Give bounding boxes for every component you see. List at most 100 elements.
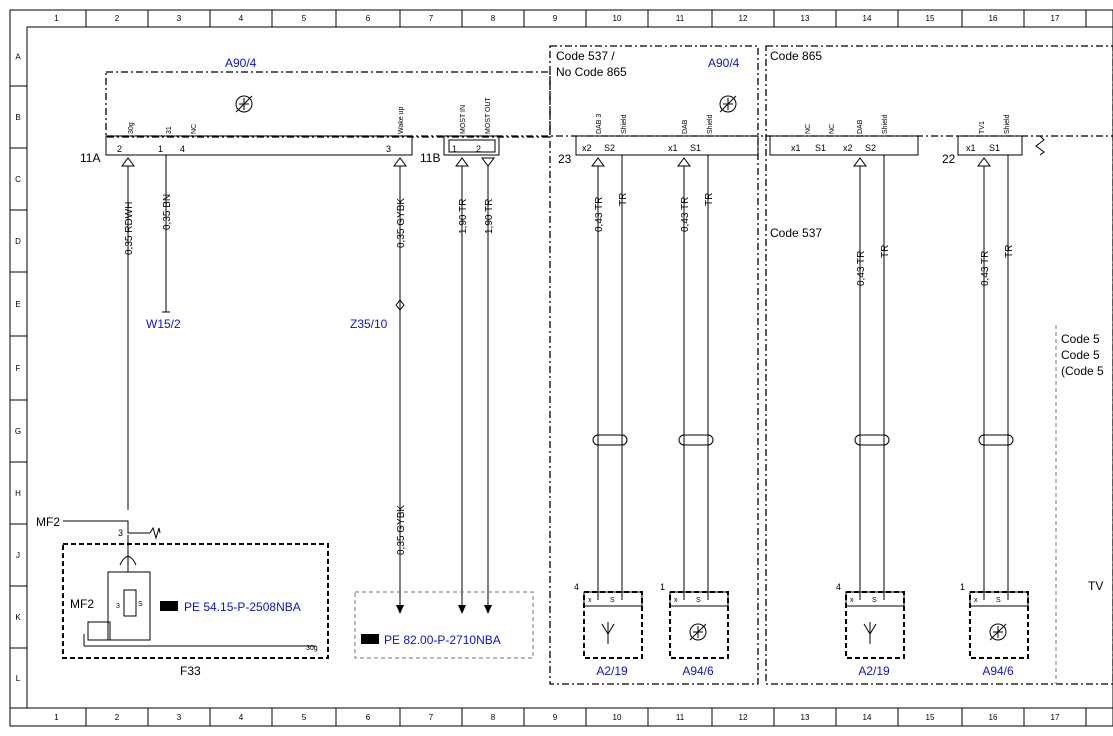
grid-col-bottom: 13: [801, 713, 810, 722]
ref-box-8200: [354, 591, 534, 659]
grid-row-label: G: [15, 427, 21, 436]
pin-30g: 30g: [128, 122, 135, 134]
svg-text:0,43 TR: 0,43 TR: [680, 197, 691, 232]
grid-col-top: 12: [739, 14, 748, 23]
component-label: A94/6: [982, 664, 1014, 678]
svg-text:1: 1: [660, 582, 665, 592]
svg-text:0,43 TR: 0,43 TR: [594, 197, 605, 232]
wire-most-out: 1,90 TR: [481, 157, 495, 614]
grid-col-bottom: 15: [926, 713, 935, 722]
connector-x2-strip: [769, 135, 919, 156]
svg-text:x1: x1: [668, 143, 678, 153]
code537-block: [549, 45, 759, 685]
svg-text:1: 1: [960, 582, 965, 592]
grid-col-bottom: 1: [54, 713, 59, 722]
component-label: A94/6: [682, 664, 714, 678]
svg-text:NC: NC: [805, 124, 812, 134]
svg-text:0,35 GYBK: 0,35 GYBK: [396, 198, 407, 248]
grid-col-bottom: 12: [739, 713, 748, 722]
a90-left-block: [105, 71, 551, 138]
pin-num-1: 1: [158, 144, 163, 154]
wire-bn: 0,35 BN: [162, 155, 173, 313]
grid-col-bottom: 4: [239, 713, 244, 722]
grid-row-label: E: [15, 300, 20, 309]
pin-most-in: MOST IN: [460, 105, 467, 134]
grid-col-top: 5: [302, 14, 307, 23]
svg-text:0,43 TR: 0,43 TR: [856, 251, 867, 286]
grid-row-label: A: [15, 53, 21, 62]
wire-most-in: 1,90 TR: [455, 157, 469, 614]
grid-col-bottom: 16: [989, 713, 998, 722]
pin-num-3: 3: [386, 144, 391, 154]
svg-text:S2: S2: [865, 143, 876, 153]
ref-icon-5415: [160, 601, 178, 611]
wire-rdwh: 0,35 RDWH: [121, 157, 135, 510]
component-label: A2/19: [858, 664, 890, 678]
grid-row-label: L: [16, 674, 21, 683]
grid-col-bottom: 9: [553, 713, 558, 722]
a90-left-label: A90/4: [225, 56, 257, 70]
svg-text:TV: TV: [1088, 579, 1103, 593]
svg-text:NC: NC: [829, 124, 836, 134]
a90-right-label: A90/4: [708, 56, 740, 70]
grid-col-top: 3: [177, 14, 182, 23]
svg-text:S: S: [138, 601, 143, 608]
connector-22-label: 22: [942, 152, 956, 166]
svg-text:TR: TR: [704, 193, 715, 206]
svg-text:Shield: Shield: [707, 114, 714, 134]
fuse-relay-symbol: [83, 535, 316, 647]
svg-text:Shield: Shield: [882, 114, 889, 134]
z35-10-label: Z35/10: [350, 317, 388, 331]
svg-text:Code 5: Code 5: [1061, 332, 1100, 346]
svg-text:0,35 RDWH: 0,35 RDWH: [124, 202, 135, 255]
f33-pin-30g: 30g: [306, 645, 318, 652]
grid-col-top: 10: [613, 14, 622, 23]
svg-text:0,35 BN: 0,35 BN: [162, 194, 173, 230]
antenna-symbol-right: [719, 95, 737, 113]
grid-col-bottom: 5: [302, 713, 307, 722]
ref-icon-8200: [361, 634, 379, 644]
svg-text:x1: x1: [966, 143, 976, 153]
svg-text:DAB 3: DAB 3: [596, 114, 603, 134]
grid-col-top: 7: [429, 14, 434, 23]
grid-col-top: 4: [239, 14, 244, 23]
svg-text:S1: S1: [690, 143, 701, 153]
ref-pe-8200[interactable]: PE 82.00-P-2710NBA: [384, 633, 501, 647]
svg-text:DAB: DAB: [857, 119, 864, 134]
component-label: A2/19: [596, 664, 628, 678]
pin-most-out: MOST OUT: [485, 96, 492, 134]
svg-text:x: x: [974, 597, 978, 604]
grid-row-label: J: [16, 551, 20, 560]
svg-text:x2: x2: [582, 143, 592, 153]
grid-col-top: 11: [676, 14, 685, 23]
antenna-symbol-left: [235, 95, 253, 113]
svg-text:1,90 TR: 1,90 TR: [458, 199, 469, 234]
svg-text:Shield: Shield: [1004, 114, 1011, 134]
svg-text:TR: TR: [618, 193, 629, 206]
svg-text:0,43 TR: 0,43 TR: [980, 251, 991, 286]
grid-col-top: 16: [989, 14, 998, 23]
ref-pe-5415[interactable]: PE 54.15-P-2508NBA: [184, 600, 301, 614]
f33-label: F33: [180, 664, 201, 678]
svg-text:S: S: [872, 597, 877, 604]
grid-col-bottom: 10: [613, 713, 622, 722]
grid-col-top: 17: [1051, 14, 1060, 23]
code865-title: Code 865: [770, 49, 822, 63]
code537-title1: Code 537 /: [556, 49, 615, 63]
svg-text:Shield: Shield: [621, 114, 628, 134]
code537-title2: No Code 865: [556, 65, 627, 79]
code537-inner-label: Code 537: [770, 226, 822, 240]
grid-row-label: F: [16, 364, 21, 373]
mf2-label-inner: MF2: [70, 597, 94, 611]
svg-text:S: S: [996, 597, 1001, 604]
grid-col-top: 1: [54, 14, 59, 23]
grid-row-label: K: [15, 613, 21, 622]
connector-22-strip: [957, 135, 1023, 156]
grid-col-top: 6: [366, 14, 371, 23]
pin-nc: NC: [191, 124, 198, 134]
grid-col-bottom: 6: [366, 713, 371, 722]
